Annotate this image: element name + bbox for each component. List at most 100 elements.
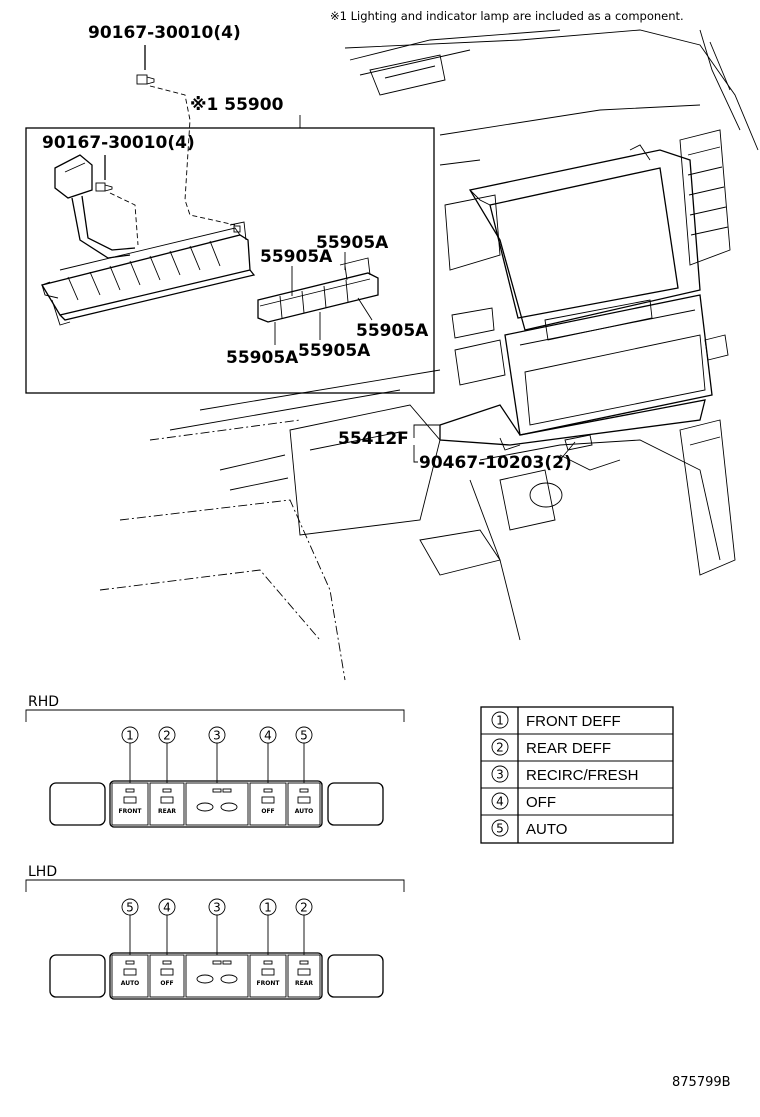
indicator-lamp-icon [263,960,273,965]
indicator-lamp-icon [263,788,273,793]
screw-top-icon [136,74,155,85]
assembly-callout-box [25,127,435,394]
legend-label: OFF [526,794,556,811]
part-label-panel: 55412F [338,429,409,449]
part-label-screw-inner: 90167-30010(4) [42,133,195,153]
fresh-icon [220,802,238,812]
indicator-lamp-icon [222,788,232,793]
control-lever-illustration [54,154,136,259]
blank-switch [327,954,384,998]
button-callout-number: 1 [126,729,134,743]
button-callout-number: 2 [300,901,308,915]
defog-icon [297,796,311,804]
indicator-lamp-icon [212,960,222,965]
legend-label: AUTO [526,821,567,838]
recirc-icon [196,974,214,984]
indicator-lamp-icon [299,788,309,793]
recirc-icon [196,802,214,812]
indicator-lamp-icon [162,788,172,793]
climate-button-label: AUTO [121,980,140,987]
legend-number: 1 [496,714,504,728]
climate-button-label: OFF [160,980,173,987]
climate-button-2[interactable]: REAR [287,954,321,998]
button-callout: 5 [295,726,313,783]
climate-button-5[interactable]: AUTO [287,782,321,826]
defog-icon [160,968,174,976]
fresh-icon [220,974,238,984]
button-callout-number: 5 [126,901,134,915]
part-label-knob-2: 55905A [260,247,333,267]
button-callout: 5 [121,898,139,955]
defog-icon [123,968,137,976]
blank-switch [49,954,106,998]
button-callout-number: 4 [163,901,171,915]
legend-number: 5 [496,822,504,836]
indicator-lamp-icon [212,788,222,793]
part-label-knob-1: 55905A [316,233,389,253]
climate-button-label: FRONT [257,980,281,987]
defog-icon [297,968,311,976]
climate-button-4[interactable]: OFF [249,782,287,826]
part-label-clip: 90467-10203(2) [419,453,572,473]
climate-button-label: REAR [158,808,176,815]
button-callout: 4 [259,726,277,783]
defog-icon [261,968,275,976]
legend-row: 5 AUTO [491,819,567,838]
button-callout: 3 [208,898,226,955]
legend-row: 1 FRONT DEFF [491,711,621,730]
diagram-code: 875799B [672,1075,731,1090]
climate-button-3[interactable] [185,954,249,998]
part-label-screw-top: 90167-30010(4) [88,23,241,43]
button-callout-number: 1 [264,901,272,915]
legend-row: 2 REAR DEFF [491,738,611,757]
rhd-label: RHD [28,694,59,710]
climate-button-label: AUTO [295,808,314,815]
legend-row: 4 OFF [491,792,556,811]
button-callout-number: 5 [300,729,308,743]
lhd-label: LHD [28,864,57,880]
button-legend-table: 1 FRONT DEFF 2 REAR DEFF 3 RECIRC/FRESH 4 OFF 5 A… [480,706,674,844]
legend-label: REAR DEFF [526,740,611,757]
climate-button-5[interactable]: AUTO [111,954,149,998]
button-callout: 3 [208,726,226,783]
climate-button-1[interactable]: FRONT [111,782,149,826]
part-label-knob-3: 55905A [356,321,429,341]
legend-number: 4 [496,795,504,809]
climate-button-4[interactable]: OFF [149,954,185,998]
blank-switch [49,782,106,826]
control-unit-illustration [40,221,256,326]
legend-label: FRONT DEFF [526,713,621,730]
part-label-assembly: ※1 55900 [190,95,284,115]
dashboard-illustration [99,29,759,681]
blank-switch [327,782,384,826]
climate-button-2[interactable]: REAR [149,782,185,826]
button-callout: 1 [259,898,277,955]
climate-button-1[interactable]: FRONT [249,954,287,998]
knob-set-illustration [257,257,379,323]
legend-label: RECIRC/FRESH [526,767,639,784]
button-callout: 4 [158,898,176,955]
indicator-lamp-icon [299,960,309,965]
climate-switch-module [109,952,323,1000]
climate-button-3[interactable] [185,782,249,826]
defog-icon [160,796,174,804]
button-callout-number: 3 [213,729,221,743]
button-callout-number: 3 [213,901,221,915]
button-callout: 2 [295,898,313,955]
legend-row: 3 RECIRC/FRESH [491,765,639,784]
climate-button-label: OFF [261,808,274,815]
defog-icon [261,796,275,804]
defog-icon [123,796,137,804]
button-callout: 2 [158,726,176,783]
part-label-knob-5: 55905A [298,341,371,361]
climate-button-label: FRONT [119,808,143,815]
legend-number: 3 [496,768,504,782]
indicator-lamp-icon [222,960,232,965]
legend-number: 2 [496,741,504,755]
indicator-lamp-icon [162,960,172,965]
climate-switch-module [109,780,323,828]
